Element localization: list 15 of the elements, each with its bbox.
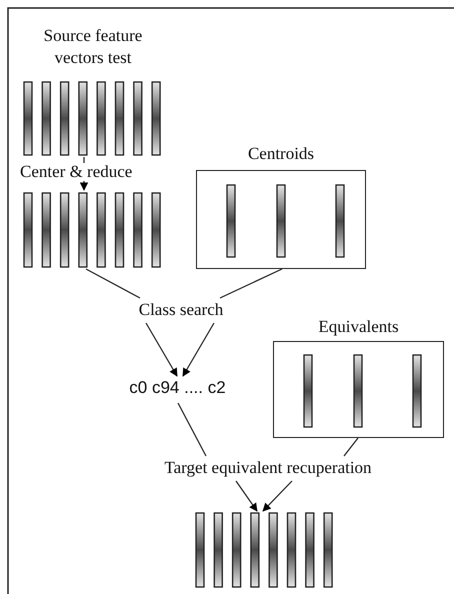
step-label: Class search	[138, 299, 224, 321]
connector-line	[86, 268, 140, 299]
edge-label: Center & reduce	[20, 163, 132, 181]
panel-heading: Equivalents	[317, 316, 400, 338]
arrow	[236, 480, 258, 512]
arrow	[145, 322, 178, 377]
arrow	[182, 322, 215, 377]
arrow	[262, 480, 292, 512]
step-label: Target equivalent recuperation	[163, 457, 373, 479]
connector-line	[344, 438, 358, 456]
group-heading: Source feature vectors test	[42, 25, 144, 69]
step-label: c0 c94 .... c2	[128, 377, 227, 399]
panel-heading: Centroids	[246, 143, 316, 165]
connector-line	[177, 402, 207, 456]
connector-line	[220, 268, 282, 299]
